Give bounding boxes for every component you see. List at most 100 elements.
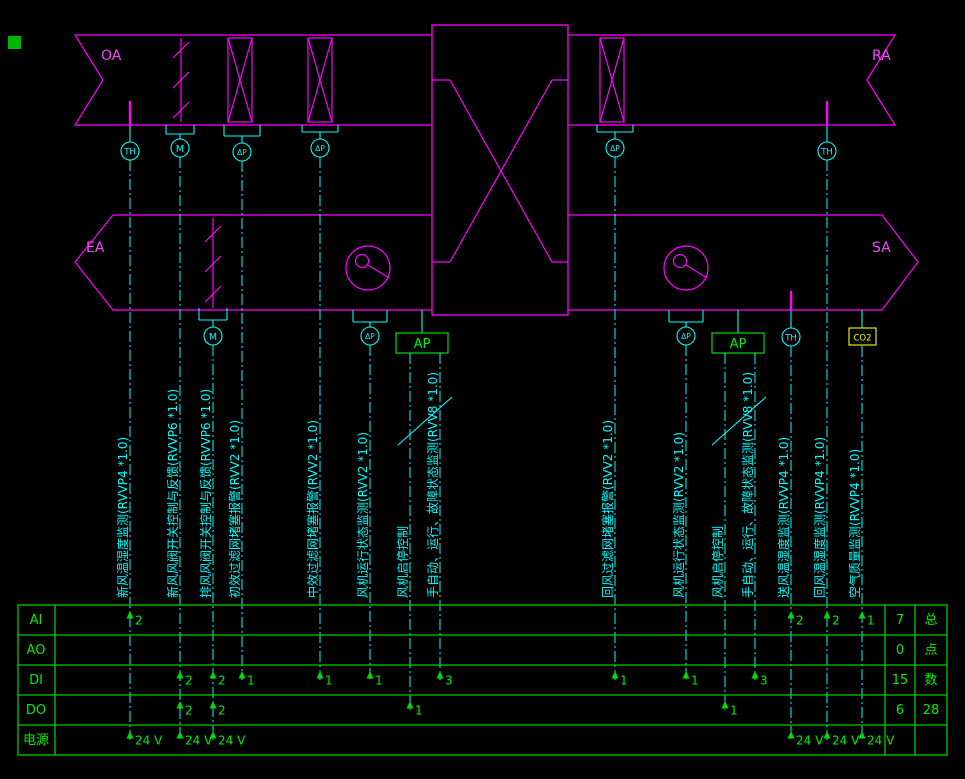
point-count: 24 V xyxy=(832,734,860,748)
row-total-ai: 7 xyxy=(896,613,904,628)
fan-housing xyxy=(345,245,391,291)
grand-total: 28 xyxy=(923,703,940,718)
point-label: 新风风阀开关控制与反馈(RVVP6 *1.0) xyxy=(165,389,180,598)
supply-fan-dp-switch: ΔP xyxy=(668,310,704,346)
medium-filter xyxy=(307,37,333,123)
total-points-char: 点 xyxy=(924,643,937,658)
terminal-arrow-icon xyxy=(858,611,866,619)
point-label: 初效过滤网堵塞报警(RVV2 *1.0) xyxy=(227,420,242,598)
medium-filter-dp-switch: ΔP xyxy=(301,125,339,158)
point-count: 1 xyxy=(415,704,423,718)
point-count: 1 xyxy=(730,704,738,718)
fresh-air-damper xyxy=(172,38,190,122)
total-points-char: 总 xyxy=(924,613,937,628)
terminal-arrow-icon xyxy=(209,701,217,709)
terminal-arrow-icon xyxy=(176,701,184,709)
ap-label: AP xyxy=(414,337,431,352)
legend-mark xyxy=(8,36,21,49)
point-count: 24 V xyxy=(218,734,246,748)
damper-blades xyxy=(172,41,190,119)
dp-taps xyxy=(352,310,388,327)
point-count: 2 xyxy=(185,704,193,718)
cable-slash xyxy=(711,396,767,446)
terminal-arrow-icon xyxy=(209,731,217,739)
dp-icon: ΔP xyxy=(610,144,620,153)
ra-label: RA xyxy=(872,48,891,64)
point-label: 空气质量监测(RVVP4 *1.0) xyxy=(847,449,862,598)
co2-icon: CO2 xyxy=(853,334,871,344)
terminal-arrow-icon xyxy=(126,611,134,619)
terminal-arrow-icon xyxy=(406,701,414,709)
point-count: 2 xyxy=(796,614,804,628)
filter-hatch xyxy=(307,37,333,123)
fan-hub xyxy=(672,253,688,269)
fan-hub xyxy=(354,253,370,269)
row-label-do: DO xyxy=(26,703,46,718)
terminal-arrow-icon xyxy=(316,671,324,679)
motor-icon: M xyxy=(176,144,184,155)
point-count: 1 xyxy=(247,674,255,688)
dp-icon: ΔP xyxy=(365,332,375,341)
point-label: 回风过滤网堵塞报警(RVV2 *1.0) xyxy=(600,420,615,598)
terminal-arrow-icon xyxy=(611,671,619,679)
point-label: 送风温湿度监测(RVVP4 *1.0) xyxy=(776,437,791,598)
supply-fan-starter-panel: AP xyxy=(711,310,765,354)
point-count: 2 xyxy=(218,704,226,718)
return-air-filter xyxy=(599,37,625,123)
exhaust-damper-actuator: M xyxy=(198,308,228,346)
monitor-point-3: 2 2 24 V 排风风阀开关控制与反馈(RVVP6 *1.0) xyxy=(199,345,246,748)
heat-exchanger xyxy=(431,24,569,316)
dp-taps xyxy=(668,310,704,327)
filter-frame xyxy=(307,37,333,123)
row-label-power: 电源 xyxy=(23,733,49,748)
filter-hatch xyxy=(599,37,625,123)
terminal-arrow-icon xyxy=(176,671,184,679)
row-total-ao: 0 xyxy=(896,643,904,658)
terminal-arrow-icon xyxy=(787,611,795,619)
dp-icon: ΔP xyxy=(315,144,325,153)
terminal-arrow-icon xyxy=(787,731,795,739)
fresh-air-damper-actuator: M xyxy=(165,125,195,158)
panel-box xyxy=(711,332,765,354)
point-count: 1 xyxy=(691,674,699,688)
point-count: 24 V xyxy=(135,734,163,748)
point-count: 2 xyxy=(135,614,143,628)
ap-label: AP xyxy=(730,337,747,352)
terminal-arrow-icon xyxy=(823,611,831,619)
point-label: 风机启停控制 xyxy=(395,526,410,598)
dp-taps xyxy=(301,125,339,139)
exhaust-fan-starter-panel: AP xyxy=(395,310,449,354)
terminal-arrow-icon xyxy=(366,671,374,679)
table-grid xyxy=(18,605,947,755)
exhaust-fan xyxy=(345,245,391,291)
terminal-arrow-icon xyxy=(126,731,134,739)
air-quality-sensor: CO2 xyxy=(848,310,877,346)
exhaust-air-damper xyxy=(204,218,222,308)
duct-stubs xyxy=(432,79,568,263)
total-points-char: 数 xyxy=(924,673,937,688)
terminal-arrow-icon xyxy=(751,671,759,679)
row-total-do: 6 xyxy=(896,703,904,718)
monitor-point-4: 1 初效过滤网堵塞报警(RVV2 *1.0) xyxy=(227,161,255,688)
point-count: 2 xyxy=(218,674,226,688)
point-count: 24 V xyxy=(867,734,895,748)
terminal-arrow-icon xyxy=(209,671,217,679)
point-count: 1 xyxy=(375,674,383,688)
point-count: 2 xyxy=(185,674,193,688)
th-icon: TH xyxy=(820,148,833,158)
actuator-taps xyxy=(165,125,195,139)
terminal-arrow-icon xyxy=(682,671,690,679)
point-label: 排风风阀开关控制与反馈(RVVP6 *1.0) xyxy=(199,389,213,598)
point-label: 手自动、运行、故障状态监测(RVV8 *1.0) xyxy=(425,372,440,598)
row-total-di: 15 xyxy=(892,673,909,688)
